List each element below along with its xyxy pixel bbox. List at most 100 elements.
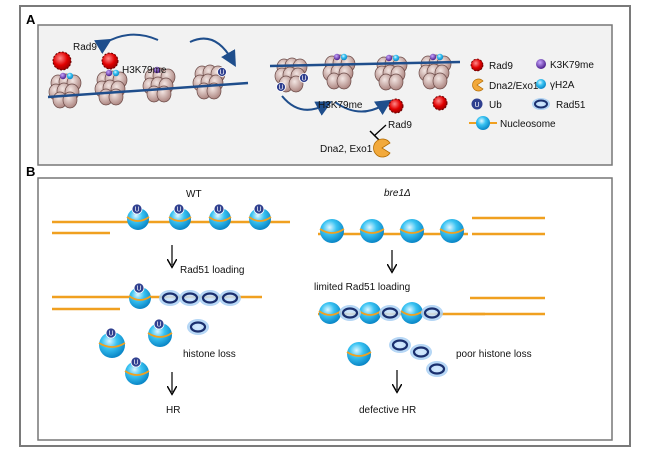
nucleosome: U (147, 318, 173, 347)
gamma-h2a-mark (66, 72, 74, 80)
ub-glyph: U (133, 360, 138, 367)
arrow-right-curve-2 (334, 99, 392, 116)
histone-octamer (418, 53, 452, 90)
arrow-left-curve-2 (189, 37, 236, 67)
wt-histone-loss-label: histone loss (183, 349, 236, 360)
k3k79me-mark (333, 53, 341, 61)
ub-icon: U (130, 356, 142, 368)
nucleosome (346, 342, 372, 366)
legend-nucleosome-icon (469, 116, 497, 130)
ub-icon: U (173, 203, 185, 215)
legend: Rad9 K3K79me Dna2/Exo1 γH2A U Ub Rad51 N… (469, 58, 594, 130)
inhibition-bar (369, 130, 380, 141)
wt-outcome-label: HR (166, 405, 180, 416)
ub-glyph: U (256, 207, 261, 214)
ub-glyph: U (301, 76, 306, 83)
nucleosome: U (124, 356, 150, 385)
dna2-exo1-pacman (373, 138, 391, 158)
panel-a-label: A (26, 12, 36, 27)
ub-glyph: U (108, 331, 113, 338)
gamma-h2a-mark (112, 69, 120, 77)
ub-glyph: U (219, 70, 224, 77)
ub-glyph: U (278, 85, 283, 92)
h3k79me-right-label: H3K79me (318, 100, 363, 111)
wt-rad51-loading-label: Rad51 loading (180, 265, 245, 276)
legend-dna2-exo1-icon (472, 78, 484, 92)
legend-rad9-label: Rad9 (489, 61, 513, 72)
nucleosome (319, 219, 345, 243)
right-chromatin-fiber: UU (274, 53, 452, 93)
k3k79me-mark (59, 72, 67, 80)
rad9-right-2 (432, 95, 448, 111)
wt-mid-group: U (128, 282, 241, 309)
rad51-icon (421, 305, 443, 321)
bre1-rad51-loading-label: limited Rad51 loading (314, 282, 410, 293)
k3k79me-mark (385, 54, 393, 62)
rad51-icon (179, 290, 201, 306)
bre1-outcome-label: defective HR (359, 405, 416, 416)
h3k79me-left-label: H3K79me (122, 65, 167, 76)
rad51-icon (199, 290, 221, 306)
legend-rad9-icon (470, 58, 484, 72)
left-dna-line (47, 81, 249, 99)
nucleosome (399, 219, 425, 243)
legend-nucleosome-label: Nucleosome (500, 119, 556, 130)
bre1-mid-group (318, 302, 443, 324)
ub-icon: U (213, 203, 225, 215)
ub-glyph: U (156, 322, 161, 329)
legend-rad51-label: Rad51 (556, 100, 586, 111)
ub-icon: U (299, 73, 309, 83)
arrow-left-curve-1 (94, 33, 159, 54)
rad51-icon (379, 305, 401, 321)
nucleosome: U (168, 203, 192, 230)
rad51-icon (187, 319, 209, 335)
histone-octamer (322, 53, 356, 90)
histone-octamer (48, 72, 82, 109)
ub-icon: U (276, 82, 286, 92)
dna2-exo1-label: Dna2, Exo1 (320, 144, 373, 155)
ub-icon: U (131, 203, 143, 215)
rad9-right-label: Rad9 (388, 120, 412, 131)
ub-glyph: U (134, 207, 139, 214)
inhibition-line (373, 124, 387, 137)
ub-glyph: U (176, 207, 181, 214)
rad51-icon (410, 344, 432, 360)
legend-dna2-exo1-label: Dna2/Exo1 (489, 81, 539, 92)
ub-glyph: U (216, 207, 221, 214)
histone-octamer (192, 64, 226, 100)
bre1-title: bre1Δ (384, 188, 411, 199)
histone-octamer (374, 54, 408, 91)
rad9-left-label: Rad9 (73, 42, 97, 53)
rad9-right-1 (388, 98, 404, 114)
legend-k3k79me-label: K3K79me (550, 60, 594, 71)
legend-gamma-h2a-icon (536, 79, 546, 89)
legend-gamma-h2a-label: γH2A (550, 80, 575, 91)
panel-a-box (37, 24, 613, 166)
gamma-h2a-mark (436, 53, 444, 61)
nucleosome: U (128, 282, 152, 309)
ub-icon: U (105, 327, 117, 339)
k3k79me-mark (153, 66, 161, 74)
legend-ub-label: Ub (489, 100, 502, 111)
k3k79me-mark (105, 69, 113, 77)
rad51-icon (159, 290, 181, 306)
rad9-left-2 (101, 52, 119, 70)
gamma-h2a-mark (340, 53, 348, 61)
nucleosome: U (98, 327, 126, 358)
wt-free-histones: U U U (98, 318, 209, 385)
bre1-top-nucleosomes (319, 219, 465, 243)
rad51-icon (219, 290, 241, 306)
right-dna-line (269, 60, 461, 68)
ub-glyph: U (136, 286, 141, 293)
nucleosome (359, 219, 385, 243)
nucleosome: U (208, 203, 232, 230)
panel-b-label: B (26, 164, 35, 179)
bre1-free-components (346, 337, 448, 377)
nucleosome (439, 219, 465, 243)
nucleosome (318, 302, 342, 324)
gamma-h2a-mark (392, 54, 400, 62)
bre1-histone-loss-label: poor histone loss (456, 349, 532, 360)
